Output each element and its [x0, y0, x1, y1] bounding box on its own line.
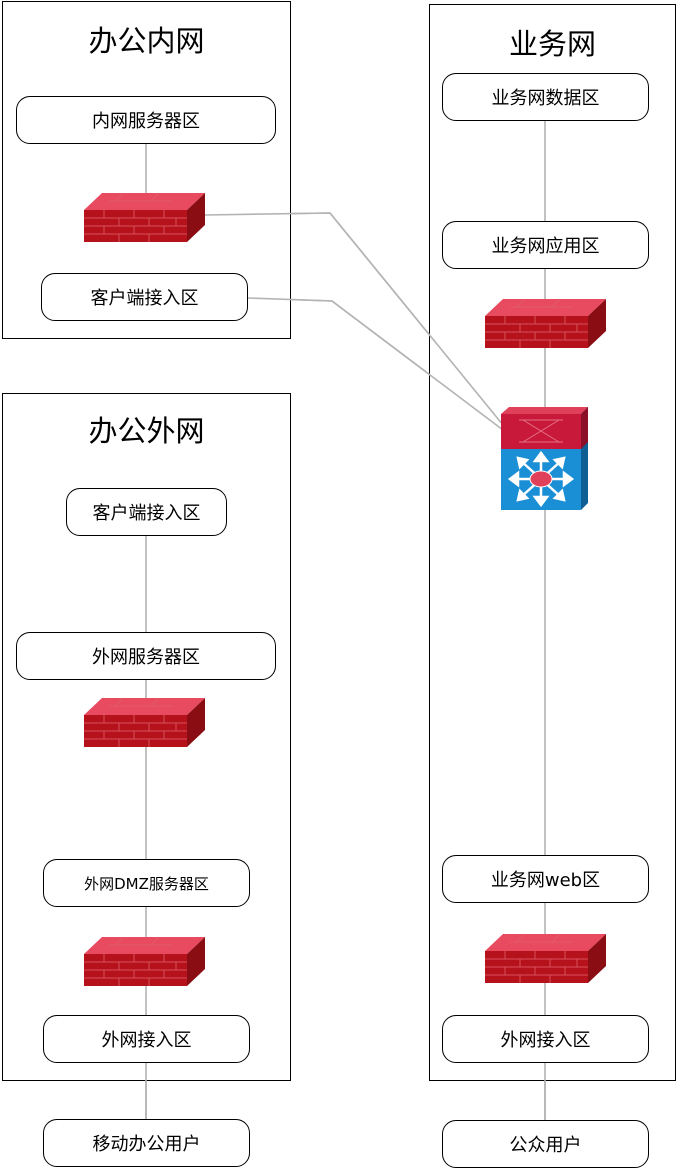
node-biz-app-zone: 业务网应用区 — [442, 221, 649, 269]
node-public-users: 公众用户 — [442, 1120, 649, 1168]
region-business-net: 业务网 — [429, 4, 676, 1081]
region-title-office-intranet: 办公内网 — [88, 24, 205, 58]
node-biz-access-zone: 外网接入区 — [442, 1015, 649, 1063]
firewall-icon — [84, 697, 205, 747]
node-intranet-client-access: 客户端接入区 — [41, 273, 248, 321]
node-extranet-client-access: 客户端接入区 — [66, 488, 227, 536]
node-biz-data-zone: 业务网数据区 — [442, 73, 649, 121]
node-extranet-access-zone: 外网接入区 — [43, 1015, 250, 1063]
firewall-icon — [84, 936, 205, 986]
region-title-office-extranet: 办公外网 — [88, 414, 205, 448]
node-biz-web-zone: 业务网web区 — [442, 855, 649, 903]
node-intranet-server-zone: 内网服务器区 — [16, 96, 276, 144]
core-switch-icon — [501, 407, 588, 510]
node-mobile-office-users: 移动办公用户 — [43, 1119, 250, 1167]
node-extranet-server-zone: 外网服务器区 — [16, 632, 276, 680]
firewall-icon — [84, 192, 205, 242]
node-extranet-dmz-zone: 外网DMZ服务器区 — [43, 859, 250, 907]
firewall-icon — [485, 298, 606, 348]
region-title-business-net: 业务网 — [508, 27, 596, 61]
firewall-icon — [485, 933, 606, 983]
